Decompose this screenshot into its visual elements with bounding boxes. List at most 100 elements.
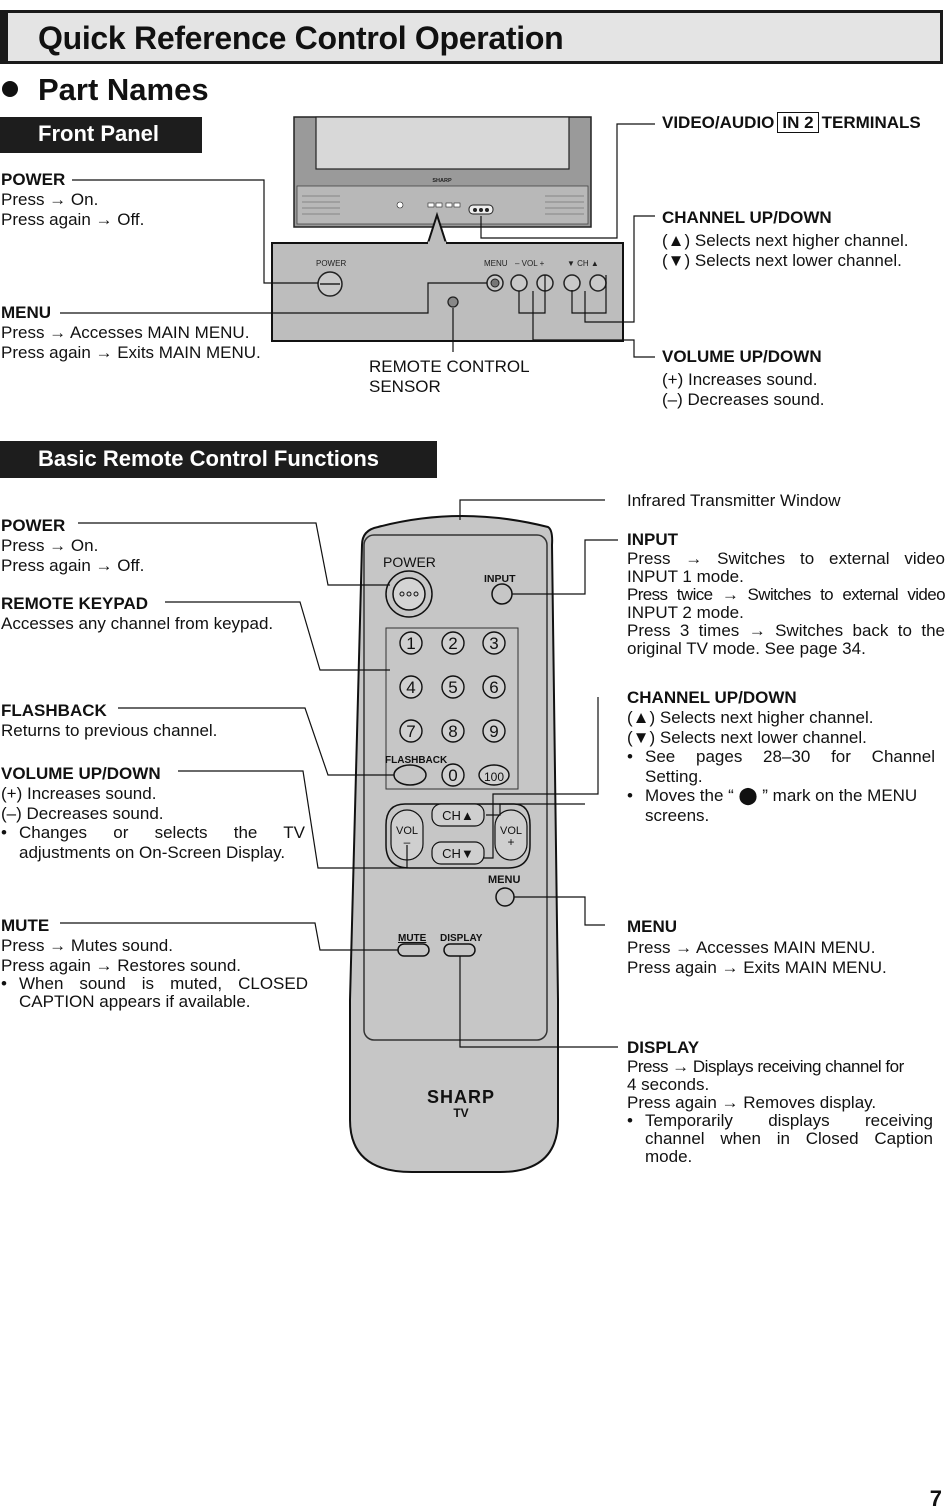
rc-channel-title: CHANNEL UP/DOWN [627, 688, 797, 707]
remote-menu-label: MENU [488, 874, 520, 886]
rc-mute-line1: Press → Mutes sound. [1, 936, 173, 955]
keypad-button-7 [399, 719, 423, 743]
keypad-label-3: 3 [489, 634, 498, 653]
fp-sensor-line2: SENSOR [369, 376, 441, 396]
rc-display-title: DISPLAY [627, 1038, 700, 1057]
rc-volume-bullet1a: Changes or selects the TV [1, 823, 305, 843]
page-title-bar: Quick Reference Control Operation [0, 10, 943, 64]
remote-vol-minus-label: – [404, 835, 411, 849]
remote-vol-plus-label: + [507, 835, 514, 849]
rc-input-title: INPUT [627, 530, 678, 549]
page-number: 7 [929, 1486, 942, 1511]
rc-channel-line2: (▼) Selects next lower channel. [627, 727, 867, 747]
remote-brand-tv: TV [453, 1106, 468, 1120]
rc-input-line1: Press → Switches to external video [627, 549, 945, 568]
keypad-label-5: 5 [448, 678, 457, 697]
fp-menu-title: MENU [1, 303, 52, 322]
tv-brand-logo: SHARP [432, 178, 452, 184]
rc-power-line2: Press again → Off. [1, 555, 145, 575]
rc-flashback-callout: FLASHBACK Returns to previous channel. [1, 701, 217, 741]
remote-power-label: POWER [383, 554, 436, 570]
keypad-button-5 [441, 675, 465, 699]
rc-mute-line2: Press again → Restores sound. [1, 955, 242, 975]
rc-menu-title: MENU [627, 917, 678, 936]
rc-input-line6: original TV mode. See page 34. [627, 639, 866, 658]
rc-keypad-line1: Accesses any channel from keypad. [1, 614, 274, 633]
fp-power-title: POWER [1, 170, 66, 189]
keypad-label-9: 9 [489, 722, 498, 741]
keypad-label-100: 100 [484, 770, 504, 784]
keypad-button-8 [441, 719, 465, 743]
rc-power-line1: Press → On. [1, 536, 99, 555]
rc-input-line2: INPUT 1 mode. [627, 567, 744, 586]
remote-display-label: DISPLAY [440, 933, 483, 944]
rc-input-line3: Press twice → Switches to external video [627, 585, 946, 604]
fp-sensor-line1: REMOTE CONTROL [369, 357, 530, 376]
rc-channel-bullet1b: Setting. [645, 766, 703, 786]
rc-flashback-title: FLASHBACK [1, 701, 107, 720]
fp-volume-line1: (+) Increases sound. [662, 370, 818, 389]
fp-video-audio-box: IN 2 [777, 112, 819, 133]
remote-heading: Basic Remote Control Functions [0, 441, 437, 478]
rc-input-line4: INPUT 2 mode. [627, 603, 744, 622]
remote-flashback-label: FLASHBACK [385, 755, 448, 766]
keypad-label-2: 2 [448, 634, 457, 653]
rc-infrared-callout: Infrared Transmitter Window [627, 491, 841, 510]
keypad-button-3 [482, 631, 506, 655]
rc-channel-callout: CHANNEL UP/DOWN (▲) Selects next higher … [627, 688, 935, 825]
keypad-button-100 [478, 764, 510, 786]
keypad-label-4: 4 [406, 678, 415, 697]
fp-channel-line2: (▼) Selects next lower channel. [662, 250, 902, 270]
keypad-label-1: 1 [406, 634, 415, 653]
rc-mute-title: MUTE [1, 916, 50, 935]
remote-vol-left-label: VOL [396, 825, 418, 837]
rc-input-line5: Press 3 times → Switches back to the [627, 621, 945, 640]
rc-mute-bullet1a: When sound is muted, CLOSED [1, 975, 308, 994]
panel-power-label: POWER [316, 259, 346, 268]
fp-channel-line1: (▲) Selects next higher channel. [662, 231, 909, 250]
keypad-button-9 [482, 719, 506, 743]
keypad-button-1 [399, 631, 423, 655]
section-heading: Part Names [38, 72, 209, 107]
keypad-label-7: 7 [406, 722, 415, 741]
front-panel-heading: Front Panel [0, 117, 202, 153]
fp-sensor-callout: REMOTE CONTROL SENSOR [369, 357, 530, 396]
keypad-button-2 [441, 631, 465, 655]
rc-menu-callout: MENU Press → Accesses MAIN MENU. Press a… [627, 917, 887, 978]
panel-menu-label: MENU [484, 259, 508, 268]
rc-channel-bullet1a: See pages 28–30 for Channel [627, 747, 935, 767]
rc-input-callout: INPUT Press → Switches to external video… [627, 530, 946, 658]
rc-display-bullet1b: channel when in Closed Caption [645, 1129, 933, 1148]
page-title: Quick Reference Control Operation [38, 20, 564, 56]
fp-power-line1: Press → On. [1, 190, 99, 209]
fp-video-audio-pre: VIDEO/AUDIO [662, 113, 775, 132]
rc-display-bullet1a: Temporarily displays receiving [627, 1112, 933, 1131]
keypad-button-0 [441, 763, 465, 787]
fp-video-audio-post: TERMINALS [821, 113, 921, 132]
rc-keypad-callout: REMOTE KEYPAD Accesses any channel from … [1, 594, 273, 634]
rc-channel-bullet2b: screens. [645, 805, 710, 825]
rc-menu-line1: Press → Accesses MAIN MENU. [627, 938, 876, 957]
rc-mute-callout: MUTE Press → Mutes sound. Press again → … [1, 916, 308, 1011]
rc-display-bullet1c: mode. [645, 1147, 693, 1166]
keypad-button-4 [399, 675, 423, 699]
rc-volume-line1: (+) Increases sound. [1, 784, 157, 803]
remote-input-label: INPUT [484, 573, 516, 585]
fp-menu-line1: Press → Accesses MAIN MENU. [1, 323, 250, 342]
rc-volume-callout: VOLUME UP/DOWN (+) Increases sound. (–) … [1, 764, 305, 862]
fp-volume-callout: VOLUME UP/DOWN (+) Increases sound. (–) … [662, 347, 825, 409]
rc-channel-bullet2a: Moves the “ ⬤ ” mark on the MENU [627, 786, 935, 806]
rc-volume-line2: (–) Decreases sound. [1, 803, 164, 823]
rc-flashback-line1: Returns to previous channel. [1, 721, 218, 740]
fp-menu-line2: Press again → Exits MAIN MENU. [1, 342, 261, 362]
rc-channel-line1: (▲) Selects next higher channel. [627, 708, 874, 727]
keypad-label-0: 0 [448, 766, 457, 785]
remote-brand-logo: SHARP [427, 1087, 495, 1107]
keypad-label-8: 8 [448, 722, 457, 741]
remote-vol-right-label: VOL [500, 825, 522, 837]
rc-volume-title: VOLUME UP/DOWN [1, 764, 161, 783]
remote-ch-up-label: CH▲ [442, 808, 474, 823]
rc-display-line2: 4 seconds. [627, 1075, 710, 1094]
